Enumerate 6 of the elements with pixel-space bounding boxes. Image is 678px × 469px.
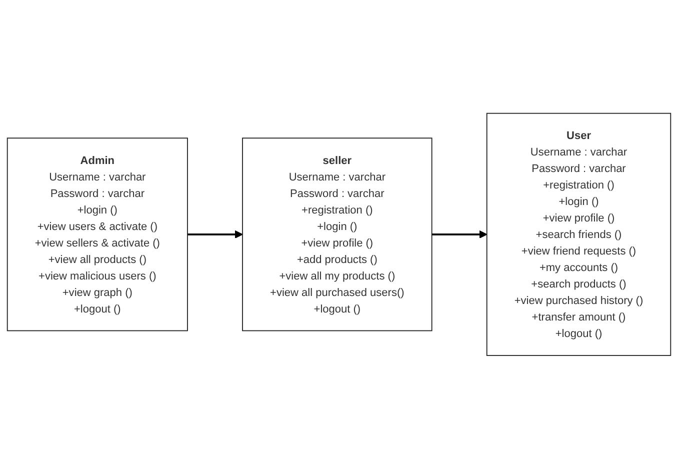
arrow: [187, 230, 243, 239]
class-diagram: Admin Username : varchar Password : varchar +login () +view users & activate () +view sellers & activate () +view all products () +view malicious users () +view graph () +logout () seller Username : varchar Password : varchar +registration () +login () +view profile () +add products () +view all my products () +view all purchased users() +logout () User Username : varchar Password : varchar +registration () +login () +view profile () +search friends () +view friend requests () +my accounts () +search products () +view purchased history () +transfer amount () +logout (): [0, 106, 678, 363]
node-box: [242, 138, 432, 332]
node-box: [6, 138, 188, 332]
arrow: [432, 230, 488, 239]
node-box: [486, 112, 672, 356]
